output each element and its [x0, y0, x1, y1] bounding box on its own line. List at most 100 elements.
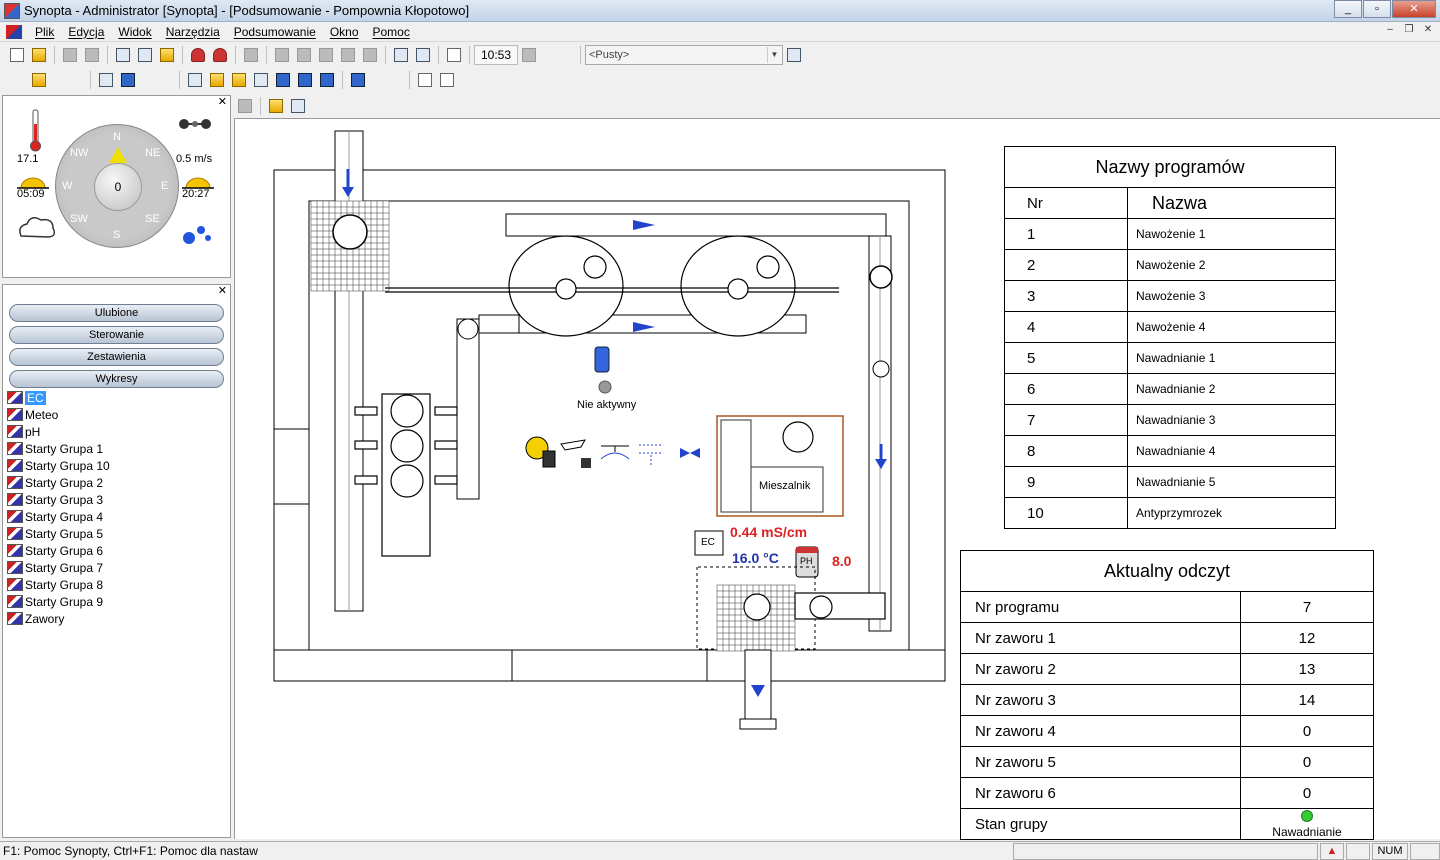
- tree-icon[interactable]: [135, 45, 155, 65]
- list-item[interactable]: Meteo: [7, 406, 110, 423]
- chart-edit-icon[interactable]: [288, 96, 308, 116]
- document-menu-icon[interactable]: [6, 24, 22, 39]
- child-restore-button[interactable]: ❐: [1404, 24, 1414, 35]
- diagram-canvas: Nie aktywny Mieszalnik EC PH 0.44 mS/cm …: [234, 118, 1440, 840]
- picture-icon[interactable]: [157, 45, 177, 65]
- nav-button-ulubione[interactable]: Ulubione: [9, 304, 224, 322]
- print-preview-icon[interactable]: [82, 45, 102, 65]
- cycle-icon[interactable]: [251, 70, 271, 90]
- tank-icon[interactable]: [118, 70, 138, 90]
- menu-widok[interactable]: Widok: [118, 24, 152, 39]
- list-item-label: Starty Grupa 2: [25, 475, 104, 490]
- chart-icon: [7, 527, 23, 540]
- child-minimize-button[interactable]: –: [1387, 24, 1393, 35]
- anemometer-icon: [179, 119, 211, 129]
- chart-icon: [7, 425, 23, 438]
- valve-icon[interactable]: [348, 70, 368, 90]
- chart-icon: [7, 612, 23, 625]
- mist-icon[interactable]: [295, 70, 315, 90]
- menu-pomoc[interactable]: Pomoc: [372, 24, 410, 39]
- paste-icon[interactable]: [316, 45, 336, 65]
- cloud-icon: [19, 217, 56, 238]
- group-state-cell: Nawadnianie: [1240, 808, 1374, 840]
- program-nr: 3: [1004, 280, 1128, 312]
- nav-button-wykresy[interactable]: Wykresy: [9, 370, 224, 388]
- list-item[interactable]: Starty Grupa 9: [7, 593, 110, 610]
- list-item-label: Starty Grupa 8: [25, 577, 104, 592]
- child-close-button[interactable]: ✕: [1423, 24, 1433, 35]
- hierarchy-icon[interactable]: [413, 45, 433, 65]
- timer-control-icon: [525, 436, 556, 468]
- chevron-down-icon[interactable]: ▼: [767, 47, 781, 63]
- program-nr: 5: [1004, 342, 1128, 374]
- list-item[interactable]: Starty Grupa 5: [7, 525, 110, 542]
- timer-icon[interactable]: [207, 70, 227, 90]
- pin-icon[interactable]: [235, 96, 255, 116]
- program-name: Nawadnianie 4: [1127, 435, 1336, 467]
- connect-icon[interactable]: [391, 45, 411, 65]
- status-panel: [1410, 842, 1440, 860]
- view-select[interactable]: <Pusty> ▼: [585, 45, 783, 65]
- list-item[interactable]: Starty Grupa 3: [7, 491, 110, 508]
- inactive-label: Nie aktywny: [577, 399, 637, 411]
- alarm-status-icon[interactable]: ▲: [1320, 842, 1344, 860]
- group-state-value: Nawadnianie: [1272, 825, 1342, 839]
- close-icon[interactable]: ✕: [217, 285, 227, 297]
- outlet-pipe: [868, 235, 892, 632]
- sections-icon[interactable]: [96, 70, 116, 90]
- nav-button-zestawienia[interactable]: Zestawienia: [9, 348, 224, 366]
- ph-value: 8.0: [832, 553, 852, 569]
- thermometer-icon: [30, 109, 41, 152]
- ph-icon-label: PH: [800, 556, 813, 566]
- list-item[interactable]: Starty Grupa 6: [7, 542, 110, 559]
- list-item[interactable]: Starty Grupa 10: [7, 457, 110, 474]
- network-icon[interactable]: [113, 45, 133, 65]
- group-settings-icon[interactable]: [29, 70, 49, 90]
- maximize-button[interactable]: ▫: [1363, 0, 1391, 18]
- menu-narzedzia[interactable]: Narzędzia: [165, 24, 220, 39]
- sprinkler-icon[interactable]: [273, 70, 293, 90]
- list-item[interactable]: Starty Grupa 1: [7, 440, 110, 457]
- home-icon[interactable]: [266, 96, 286, 116]
- programs-table-title: Nazwy programów: [1004, 146, 1336, 188]
- keyboard-icon[interactable]: [444, 45, 464, 65]
- list-item[interactable]: EC: [7, 389, 110, 406]
- close-button[interactable]: ✕: [1392, 0, 1436, 18]
- compass-sw: SW: [70, 213, 88, 225]
- drip-icon[interactable]: [317, 70, 337, 90]
- pump-icon[interactable]: [185, 70, 205, 90]
- menu-plik[interactable]: Plik: [35, 24, 55, 39]
- cut-icon[interactable]: [272, 45, 292, 65]
- undo-icon[interactable]: [338, 45, 358, 65]
- copy-icon[interactable]: [294, 45, 314, 65]
- list-item[interactable]: Zawory: [7, 610, 110, 627]
- camera-icon[interactable]: [241, 45, 261, 65]
- new-file-icon[interactable]: [7, 45, 27, 65]
- list-item[interactable]: Starty Grupa 4: [7, 508, 110, 525]
- alarm-icon[interactable]: [188, 45, 208, 65]
- window-switch-icon[interactable]: [784, 45, 804, 65]
- list-item[interactable]: Starty Grupa 2: [7, 474, 110, 491]
- minimize-button[interactable]: _: [1334, 0, 1362, 18]
- program-name: Nawożenie 1: [1127, 218, 1336, 250]
- menu-okno[interactable]: Okno: [329, 24, 359, 39]
- list-item[interactable]: Starty Grupa 8: [7, 576, 110, 593]
- program-nr: 8: [1004, 435, 1128, 467]
- print-icon[interactable]: [60, 45, 80, 65]
- timer-settings-icon[interactable]: [229, 70, 249, 90]
- ec-sensor-icon[interactable]: [415, 70, 435, 90]
- menu-podsumowanie[interactable]: Podsumowanie: [233, 24, 316, 39]
- status-panel: [1346, 842, 1370, 860]
- nav-button-sterowanie[interactable]: Sterowanie: [9, 326, 224, 344]
- list-item[interactable]: pH: [7, 423, 110, 440]
- chart-icon: [7, 544, 23, 557]
- close-icon[interactable]: ✕: [217, 96, 227, 108]
- alarm-ack-icon[interactable]: [210, 45, 230, 65]
- list-item[interactable]: Starty Grupa 7: [7, 559, 110, 576]
- ph-sensor-icon[interactable]: [437, 70, 457, 90]
- refresh-icon[interactable]: [519, 45, 539, 65]
- open-folder-icon[interactable]: [29, 45, 49, 65]
- menu-edycja[interactable]: Edycja: [68, 24, 105, 39]
- redo-icon[interactable]: [360, 45, 380, 65]
